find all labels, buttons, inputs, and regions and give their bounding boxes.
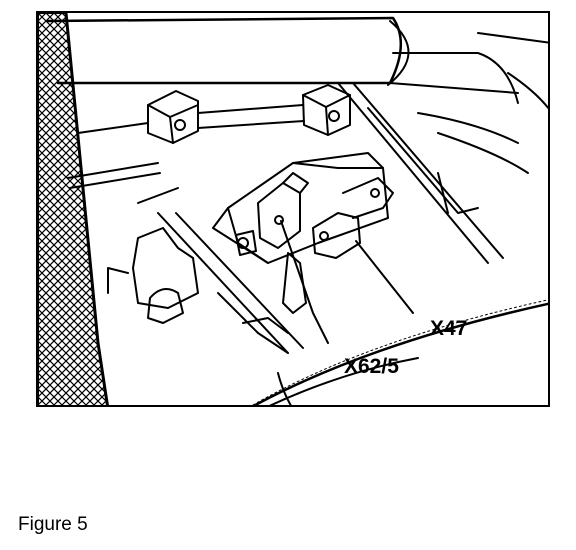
connector-x47 <box>312 212 361 259</box>
upper-pipe <box>46 16 403 85</box>
line-drawing <box>38 13 548 405</box>
diagonal-rail <box>337 82 489 264</box>
callout-x47: X47 <box>430 317 468 340</box>
beaded-edge <box>252 302 548 405</box>
illustration-frame: X47 X62/5 <box>36 11 550 407</box>
callout-x62-5: X62/5 <box>344 355 399 378</box>
leader-x47 <box>355 240 414 314</box>
right-bracket <box>302 84 351 136</box>
long-leg <box>157 212 289 354</box>
figure-caption: Figure 5 <box>18 514 88 535</box>
lower-bracket <box>132 227 199 309</box>
leader-x62 <box>280 220 329 344</box>
left-bracket <box>147 90 199 144</box>
